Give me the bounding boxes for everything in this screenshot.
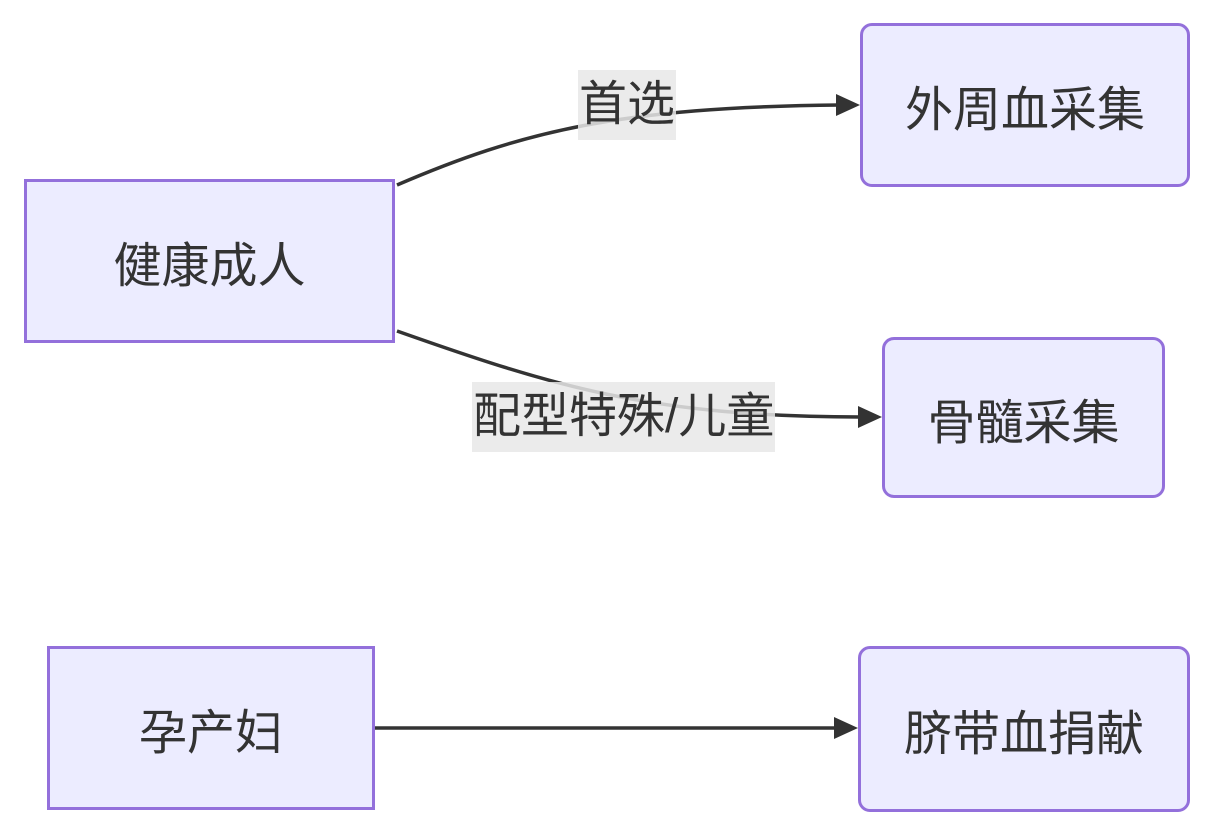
- node-cord-blood-donation: 脐带血捐献: [858, 646, 1190, 812]
- node-peripheral-blood-collection: 外周血采集: [860, 23, 1190, 187]
- node-healthy-adult: 健康成人: [24, 179, 395, 343]
- node-cord-blood-donation-label: 脐带血捐献: [903, 708, 1144, 761]
- node-peripheral-blood-collection-label: 外周血采集: [904, 84, 1145, 137]
- arrowhead-bone-marrow-icon: [858, 406, 882, 428]
- arrowhead-cord-blood-icon: [834, 717, 858, 739]
- edge-label-special-matching-children: 配型特殊/儿童: [472, 382, 776, 452]
- node-pregnant-women: 孕产妇: [47, 646, 375, 810]
- arrowhead-peripheral-blood-icon: [836, 94, 860, 116]
- node-bone-marrow-collection-label: 骨髓采集: [927, 396, 1120, 450]
- node-healthy-adult-label: 健康成人: [113, 240, 306, 293]
- node-pregnant-women-label: 孕产妇: [138, 707, 283, 760]
- node-bone-marrow-collection: 骨髓采集: [882, 337, 1165, 498]
- edge-label-preferred: 首选: [578, 70, 677, 140]
